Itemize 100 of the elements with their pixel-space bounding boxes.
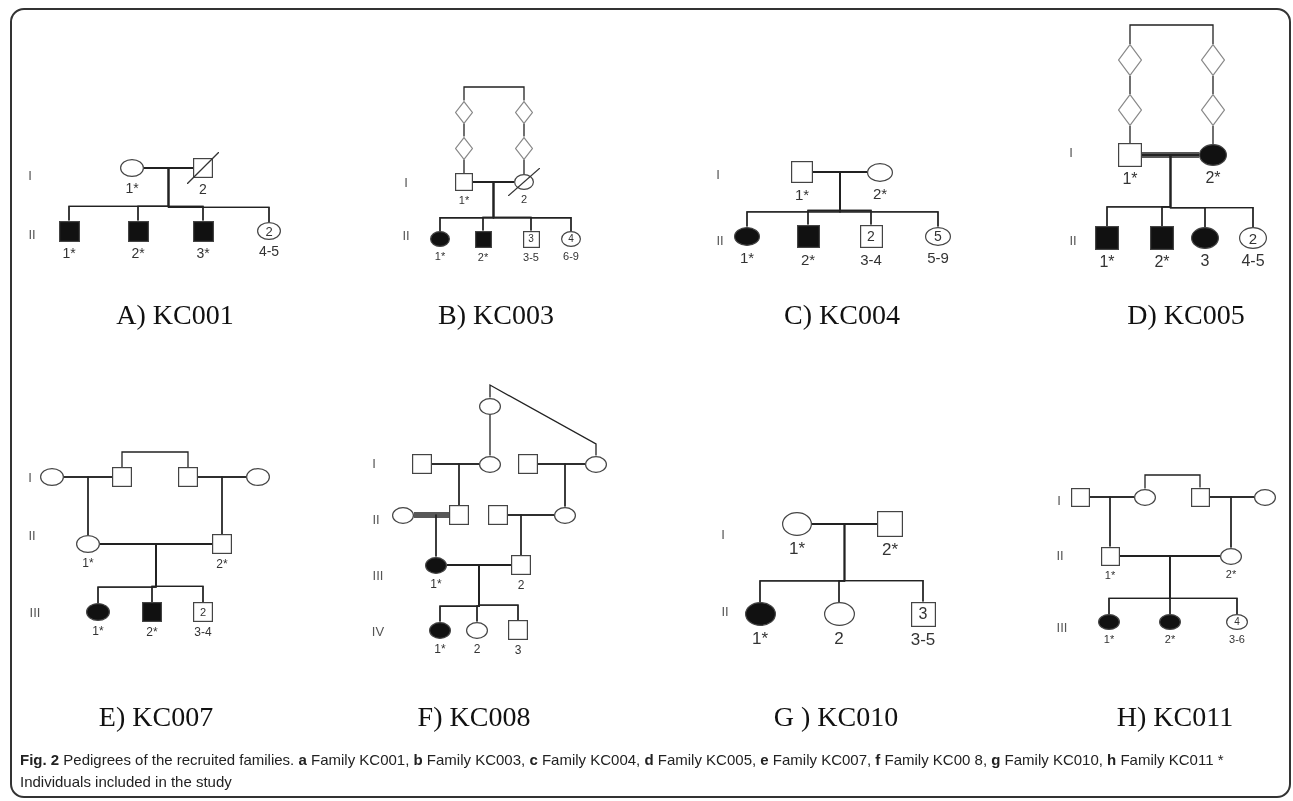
symbol-number: 3 — [528, 234, 534, 244]
panel-caption: B) KC003 — [438, 301, 554, 329]
generation-numeral: I — [716, 167, 720, 181]
sibship-line — [1129, 24, 1214, 45]
mating-line — [413, 512, 450, 518]
generation-numeral: II — [402, 228, 410, 242]
mating-line — [1141, 152, 1200, 158]
symbol-number: 3 — [918, 606, 928, 622]
descent-line — [463, 158, 465, 174]
individual-label: 1* — [458, 195, 470, 206]
square-symbol — [192, 220, 214, 242]
descent-line — [843, 523, 924, 603]
individual-label: 1* — [1122, 171, 1138, 187]
circle-symbol — [734, 226, 760, 246]
square-symbol — [910, 601, 936, 627]
circle-symbol — [823, 602, 855, 626]
individual-label: 3 — [514, 644, 522, 656]
descent-line — [1212, 125, 1214, 145]
descent-line — [520, 514, 555, 556]
circle-symbol — [1159, 614, 1181, 630]
individual-label: 1* — [1103, 634, 1115, 645]
individual-label: 1* — [434, 251, 446, 262]
individual-label: 3-6 — [1229, 634, 1245, 645]
individual-label: 3-4 — [860, 251, 882, 267]
individual-label: 2 — [473, 642, 481, 655]
descent-line — [221, 476, 247, 535]
generation-numeral: II — [721, 604, 729, 618]
generation-numeral: IV — [371, 624, 385, 638]
individual-label: 2 — [520, 194, 528, 205]
descent-line — [1169, 555, 1238, 615]
individual-label: 1* — [1099, 254, 1115, 270]
circle-symbol — [1134, 488, 1156, 506]
individual-label: 1* — [794, 187, 810, 202]
individual-label: 2* — [477, 251, 489, 263]
circle-symbol — [86, 603, 110, 621]
individual-label: 3* — [196, 245, 210, 260]
circle-symbol — [782, 512, 812, 536]
individual-label: 3 — [1200, 253, 1210, 269]
generation-numeral: I — [404, 175, 408, 189]
individual-label: 1* — [1104, 569, 1116, 581]
descent-line — [1230, 496, 1255, 549]
square-symbol — [193, 158, 213, 178]
square-symbol — [127, 220, 149, 242]
square-symbol — [511, 555, 531, 575]
descent-line — [435, 514, 450, 558]
individual-label: 2* — [216, 558, 228, 570]
circle-symbol — [479, 397, 501, 415]
panel-caption: C) KC004 — [784, 301, 900, 329]
descent-line — [839, 171, 939, 228]
descent-line — [1169, 154, 1254, 228]
generation-numeral: II — [372, 512, 380, 526]
generation-numeral: I — [28, 168, 32, 182]
sibship-line — [121, 451, 189, 468]
individual-label: 2 — [517, 579, 525, 591]
square-symbol — [212, 534, 232, 554]
descent-line — [492, 181, 572, 232]
individual-label: 2* — [1205, 170, 1221, 186]
sibship-line — [463, 86, 525, 102]
circle-symbol — [76, 535, 100, 553]
individual-label: 6-9 — [563, 251, 579, 262]
individual-label: 1* — [125, 181, 139, 195]
descent-line — [478, 564, 519, 621]
generation-numeral: III — [29, 605, 41, 619]
individual-label: 1* — [62, 245, 76, 260]
symbol-number: 4 — [568, 234, 574, 244]
circle-symbol — [257, 222, 281, 240]
square-symbol — [522, 230, 540, 248]
descent-line — [489, 413, 491, 457]
circle-symbol — [1191, 227, 1219, 249]
diamond-symbol — [515, 136, 533, 160]
generation-numeral: II — [1056, 548, 1064, 562]
square-symbol — [1095, 226, 1119, 250]
descent-line — [167, 167, 270, 223]
descent-line — [1109, 496, 1135, 548]
individual-label: 4-5 — [1241, 253, 1265, 269]
circle-symbol — [1199, 144, 1227, 166]
individual-label: 2* — [800, 251, 816, 267]
circle-symbol — [1254, 488, 1276, 506]
circle-symbol — [392, 506, 414, 524]
circle-symbol — [40, 468, 64, 486]
descent-line — [463, 122, 465, 138]
symbol-number: 2 — [199, 606, 207, 618]
circle-symbol — [479, 455, 501, 473]
individual-label: 1* — [434, 642, 446, 655]
square-symbol — [488, 505, 508, 525]
circle-symbol — [867, 162, 893, 182]
generation-numeral: I — [1057, 493, 1061, 507]
circle-symbol — [744, 602, 776, 626]
individual-label: 4-5 — [258, 244, 280, 258]
descent-line — [1129, 75, 1131, 95]
circle-symbol — [1098, 614, 1120, 630]
individual-label: 2* — [872, 185, 888, 201]
circle-symbol — [1226, 614, 1248, 630]
sibship-line — [1144, 474, 1201, 490]
circle-symbol — [430, 231, 450, 247]
descent-line — [523, 158, 525, 175]
individual-label: 2* — [131, 245, 145, 260]
descent-line — [87, 476, 113, 536]
generation-numeral: II — [28, 227, 36, 241]
generation-numeral: III — [372, 568, 384, 582]
